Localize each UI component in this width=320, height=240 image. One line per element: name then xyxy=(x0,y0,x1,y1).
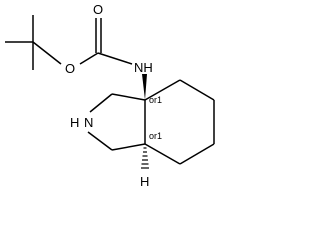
atom-label-ring-nitrogen-h: H xyxy=(70,115,79,130)
atom-label-ring-nitrogen: N xyxy=(84,115,93,130)
bond-c4-to-fusion-lower xyxy=(144,143,181,165)
bond-tbu-to-oxygen xyxy=(32,41,62,65)
bond-ch2-lower-to-fusion xyxy=(111,143,146,151)
bond-wedge-nh-to-fusion xyxy=(142,74,147,100)
stereo-label-lower: or1 xyxy=(149,131,162,141)
bond-c3-to-c4 xyxy=(179,143,215,165)
stereo-label-upper: or1 xyxy=(149,95,162,105)
atom-label-fusion-hydrogen: H xyxy=(140,174,149,189)
atom-label-carbonyl-oxygen: O xyxy=(93,2,103,17)
bond-fusion-upper-to-c1 xyxy=(144,79,181,101)
bond-carbonyl-to-nh xyxy=(97,52,133,65)
bond-ch2-upper-to-n xyxy=(89,93,113,113)
structural-formula: O O NH N H H or1 or1 xyxy=(5,2,215,189)
atom-label-carbamate-nh: NH xyxy=(134,60,153,75)
bond-oxygen-to-carbonyl xyxy=(79,52,99,65)
bond-hash-fusion-to-h xyxy=(141,147,149,169)
bond-c1-to-c2 xyxy=(179,79,215,101)
atom-label-ester-oxygen: O xyxy=(65,61,75,76)
bond-n-to-ch2-lower xyxy=(87,131,113,151)
bond-fusion-to-ch2-upper xyxy=(111,93,146,101)
